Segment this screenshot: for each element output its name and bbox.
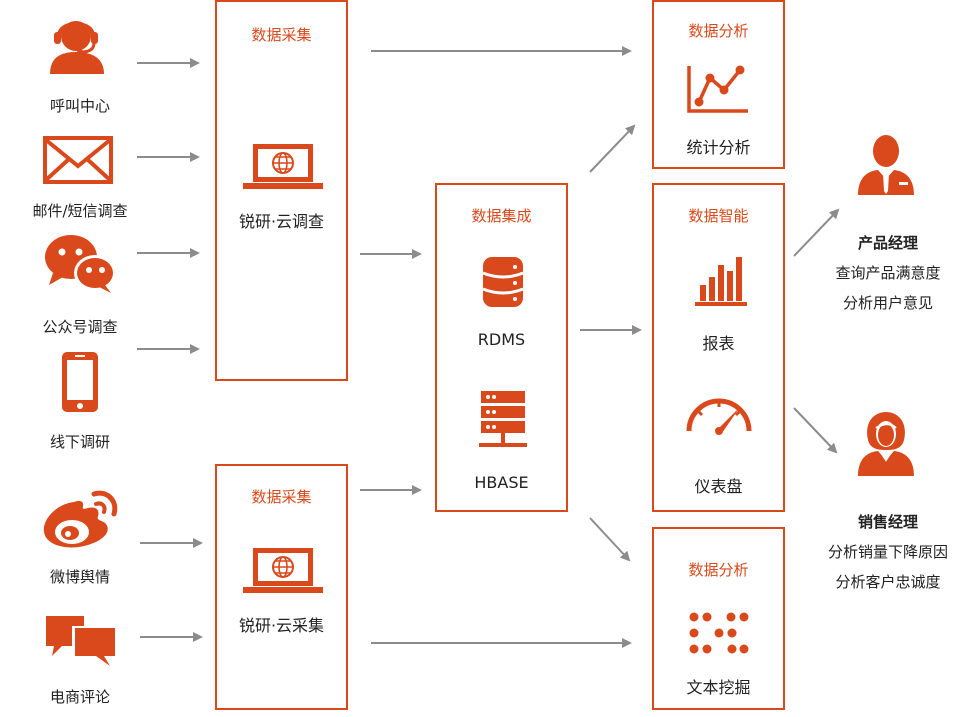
integration-db2: HBASE [474, 473, 529, 492]
intelligence-box: 数据智能 报表 仪表盘 [652, 183, 785, 512]
source-call-center-label: 呼叫中心 [49, 97, 110, 115]
integration-box: 数据集成 RDMS HBASE [435, 183, 568, 512]
analysis-top-title: 数据分析 [688, 22, 749, 40]
database-icon [482, 257, 524, 307]
analysis-top-item: 统计分析 [686, 138, 751, 157]
collect-bottom-title: 数据采集 [251, 488, 312, 506]
gauge-dashboard-icon [686, 398, 752, 435]
source-ecommerce-label: 电商评论 [49, 688, 110, 706]
source-offline-label: 线下调研 [49, 433, 110, 451]
collect-bottom-box: 数据采集 锐研·云采集 [215, 464, 348, 710]
arrow-to-product-manager [793, 208, 840, 257]
mobile-phone-icon [62, 352, 98, 412]
role-product-title: 产品经理 [857, 234, 918, 252]
source-email-sms-label: 邮件/短信调查 [32, 202, 128, 220]
mail-envelope-icon [43, 136, 113, 184]
bar-chart-icon [695, 257, 747, 306]
collect-bottom-tool: 锐研·云采集 [238, 616, 325, 635]
intelligence-item2: 仪表盘 [694, 477, 743, 496]
line-chart-icon [687, 65, 748, 113]
role-sales-title: 销售经理 [857, 513, 918, 531]
businessman-icon [858, 135, 914, 195]
server-rack-icon [479, 391, 527, 447]
role-product-line2: 分析用户意见 [842, 294, 933, 312]
analysis-bottom-title: 数据分析 [688, 561, 749, 579]
role-sales-line2: 分析客户忠诚度 [835, 573, 941, 591]
collect-top-title: 数据采集 [251, 26, 312, 44]
headset-person-icon [50, 21, 104, 74]
integration-title: 数据集成 [471, 207, 532, 225]
arrow-integration-to-text [589, 517, 631, 562]
intelligence-item1: 报表 [702, 334, 735, 353]
arrow-integration-to-stats [589, 124, 636, 173]
collect-top-tool: 锐研·云调查 [238, 212, 325, 231]
businesswoman-icon [858, 412, 914, 476]
comment-bubbles-icon [46, 616, 115, 666]
collect-top-box: 数据采集 锐研·云调查 [215, 0, 348, 381]
laptop-globe-icon [243, 548, 323, 593]
source-wechat-label: 公众号调查 [42, 318, 118, 336]
intelligence-title: 数据智能 [688, 207, 749, 225]
wechat-icon [45, 235, 116, 293]
analysis-bottom-box: 数据分析 文本挖掘 [652, 527, 785, 710]
weibo-icon [43, 490, 118, 548]
integration-db1: RDMS [477, 330, 526, 349]
role-sales-line1: 分析销量下降原因 [827, 543, 948, 561]
analysis-bottom-item: 文本挖掘 [686, 678, 751, 697]
source-weibo-label: 微博舆情 [49, 568, 110, 586]
laptop-globe-icon [243, 144, 323, 189]
arrow-to-sales-manager [793, 407, 838, 454]
analysis-top-box: 数据分析 统计分析 [652, 0, 785, 169]
text-mining-dots-icon [689, 612, 749, 654]
role-product-line1: 查询产品满意度 [835, 264, 941, 282]
